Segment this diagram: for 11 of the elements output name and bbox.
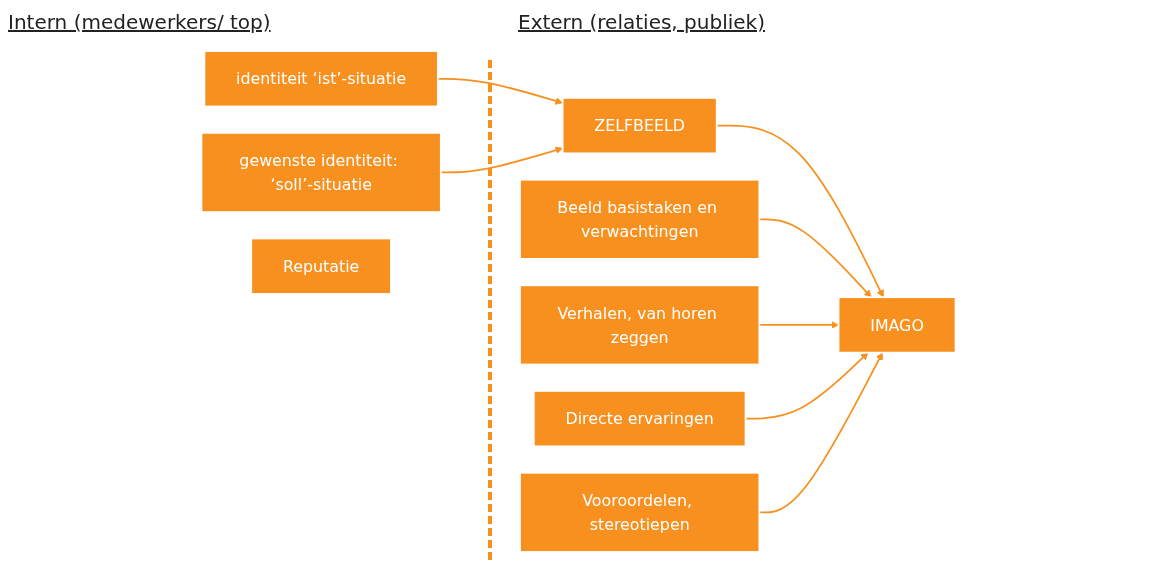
process-box: identiteit ‘ist’-situatie <box>203 50 439 108</box>
process-box: Reputatie <box>250 237 392 295</box>
process-box: gewenste identiteit: ‘soll’-situatie <box>200 132 442 213</box>
process-box: Beeld basistaken en verwachtingen <box>519 178 761 260</box>
section-heading: Extern (relaties, publiek) <box>518 10 765 34</box>
process-box: IMAGO <box>837 296 957 354</box>
process-box: Verhalen, van horen zeggen <box>519 284 761 366</box>
process-box: ZELFBEELD <box>561 97 718 155</box>
process-box: Directe ervaringen <box>532 390 747 448</box>
process-box: Vooroordelen, stereotiepen <box>519 471 761 553</box>
section-heading: Intern (medewerkers/ top) <box>8 10 271 34</box>
